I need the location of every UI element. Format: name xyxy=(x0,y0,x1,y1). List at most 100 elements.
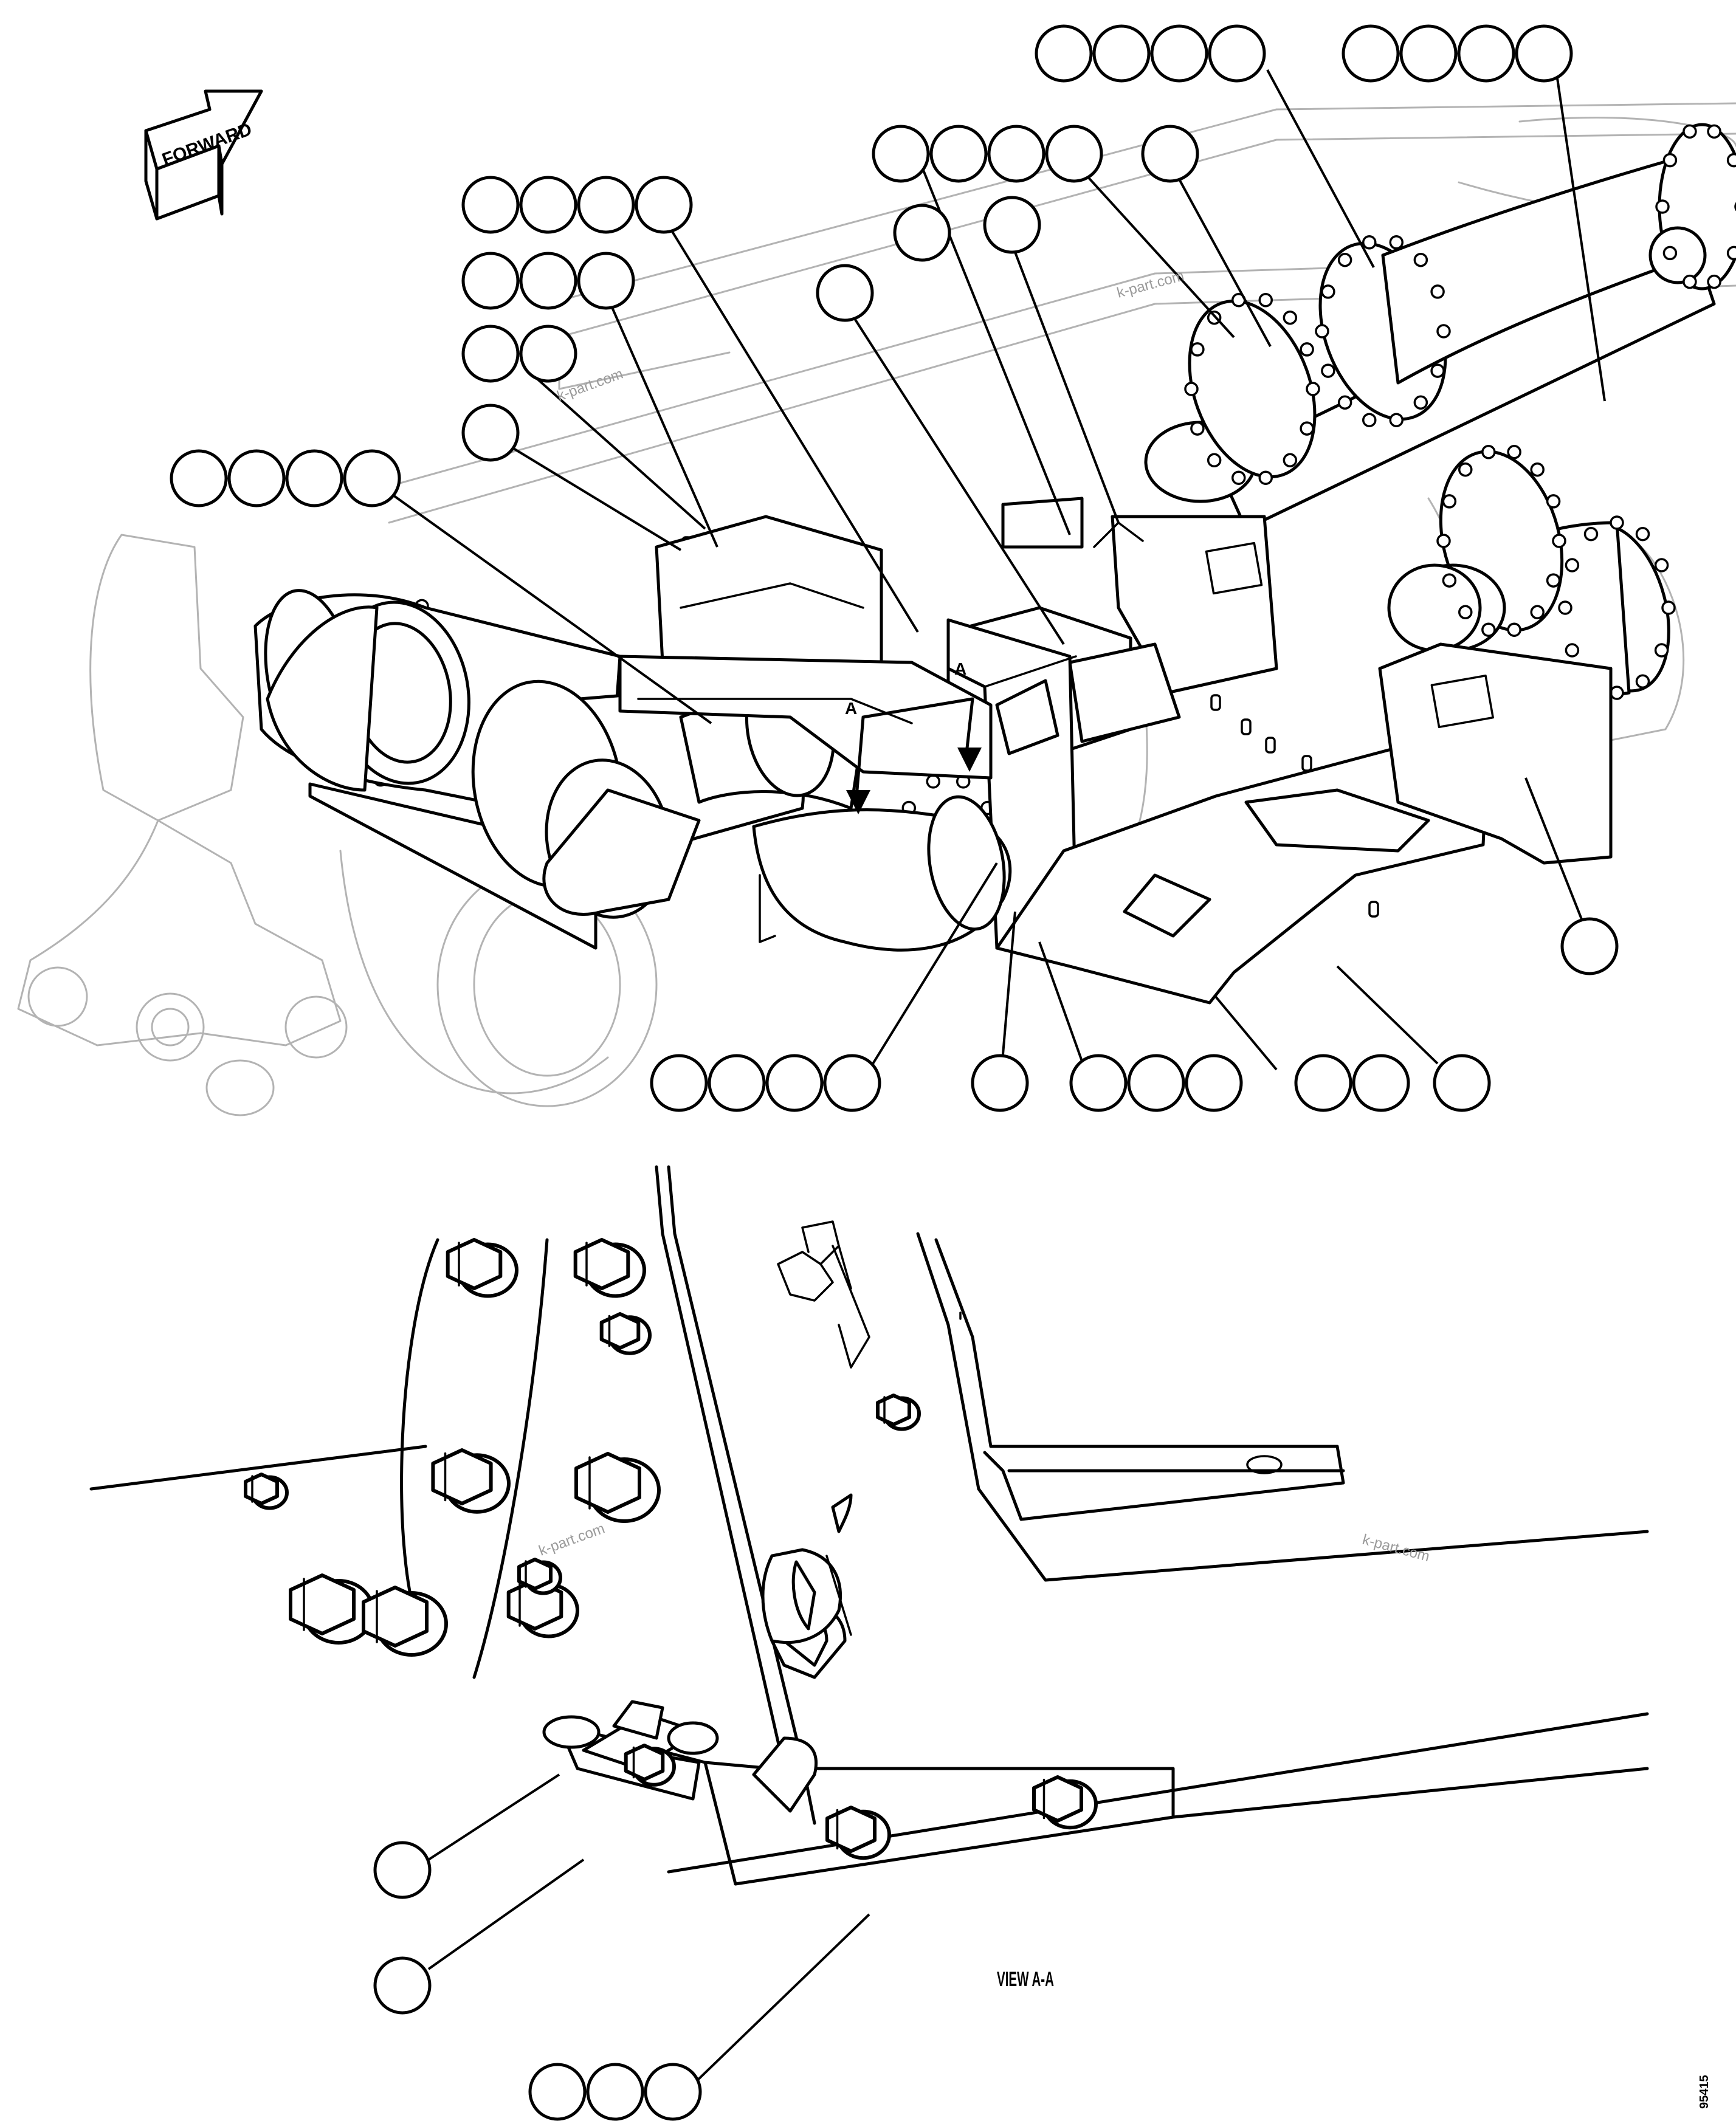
mounting-brackets xyxy=(655,497,1613,1005)
flange-bolt xyxy=(1442,494,1457,509)
flange-bolt xyxy=(1707,124,1721,139)
flange-bolt xyxy=(1389,413,1404,427)
flange-bolt xyxy=(1458,462,1473,477)
hex-bolt-head xyxy=(244,1473,279,1505)
stud-bolt xyxy=(1368,901,1379,918)
flange-bolt xyxy=(1507,445,1521,459)
callout-balloon xyxy=(1035,24,1093,83)
leader-line xyxy=(1078,166,1235,339)
flange-bolt xyxy=(1430,284,1445,299)
leader-line xyxy=(427,1773,560,1861)
watermark-4: k-part.com xyxy=(1360,1531,1431,1565)
flange-bolt xyxy=(1300,342,1314,357)
flange-bolt xyxy=(1683,274,1697,289)
flange-bolt xyxy=(1190,342,1205,357)
section-marker-left: A xyxy=(845,699,857,718)
flange-bolt xyxy=(1530,605,1545,620)
callout-balloon xyxy=(373,1841,432,1899)
flange-bolt xyxy=(1283,453,1298,468)
flange-bolt xyxy=(1436,534,1451,548)
flange-bolt xyxy=(1362,413,1377,427)
callout-balloon xyxy=(1515,24,1573,83)
flange-bolt xyxy=(1661,600,1676,615)
callout-balloon xyxy=(461,404,520,462)
leader-line xyxy=(1038,941,1086,1070)
callout-balloon xyxy=(1045,125,1103,183)
flange-bolt xyxy=(1300,421,1314,436)
flange-bolt xyxy=(1184,382,1199,396)
callout-balloon xyxy=(823,1054,881,1112)
stud-bolt xyxy=(1301,755,1312,772)
callout-balloon xyxy=(1208,24,1266,83)
view-title: VIEW A-A xyxy=(997,1968,1054,1991)
flange-bolt xyxy=(1565,643,1580,658)
flange-bolt xyxy=(1413,252,1428,267)
flange-bolt xyxy=(1507,622,1521,637)
flange-bolt xyxy=(1654,643,1669,658)
flange-bolt xyxy=(1683,124,1697,139)
callout-balloon xyxy=(1560,917,1619,975)
callout-balloon xyxy=(1185,1054,1243,1112)
hex-bolt-head xyxy=(573,1238,630,1290)
flange-bolt xyxy=(1530,462,1545,477)
flange-bolt xyxy=(1726,246,1736,261)
callout-balloon xyxy=(1150,24,1208,83)
flange-bolt xyxy=(1635,674,1650,689)
flange-bolt xyxy=(1662,153,1678,168)
callout-balloon xyxy=(872,125,930,183)
flange-bolt xyxy=(1315,324,1329,339)
leader-line xyxy=(661,215,919,633)
flange-bolt xyxy=(926,774,941,789)
stud-bolt xyxy=(1241,718,1252,735)
flange-bolt xyxy=(1258,293,1273,308)
flange-bolt xyxy=(1321,284,1335,299)
leader-line xyxy=(388,491,712,724)
leader-line xyxy=(1002,911,1016,1055)
flange-bolt xyxy=(1662,246,1678,261)
hex-bolt-head xyxy=(876,1394,911,1426)
leader-line xyxy=(607,297,718,548)
leader-line xyxy=(534,376,706,530)
flange-bolt xyxy=(1207,453,1222,468)
callout-balloon xyxy=(635,176,693,234)
leader-line xyxy=(509,445,682,551)
callout-balloon xyxy=(1457,24,1515,83)
callout-balloon xyxy=(1092,24,1151,83)
view-a-a-detail xyxy=(89,1165,1649,1886)
callout-balloon xyxy=(987,125,1045,183)
callout-balloon xyxy=(1294,1054,1352,1112)
leader-line xyxy=(427,1858,585,1970)
callout-balloon xyxy=(650,1054,708,1112)
detail-view-bolts xyxy=(244,1238,1098,1860)
callout-balloon xyxy=(1141,125,1199,183)
callout-balloon xyxy=(1352,1054,1410,1112)
flange-bolt xyxy=(1231,470,1246,485)
flange-bolt xyxy=(1546,573,1561,588)
flange-bolt xyxy=(1635,527,1650,541)
leader-line xyxy=(1014,252,1120,523)
flange-bolt xyxy=(1558,600,1572,615)
flange-bolt xyxy=(1726,153,1736,168)
callout-balloons xyxy=(170,24,1619,2121)
flange-bolt xyxy=(1552,534,1566,548)
callout-balloon xyxy=(577,176,635,234)
flange-bolt xyxy=(1362,235,1377,250)
callout-balloon xyxy=(1127,1054,1185,1112)
flange-bolt xyxy=(1389,235,1404,250)
hex-bolt-head xyxy=(1032,1775,1083,1823)
flange-bolt xyxy=(1565,558,1580,572)
callout-balloon xyxy=(519,176,577,234)
callout-balloon xyxy=(708,1054,766,1112)
upper-right-pipe-assembly xyxy=(1144,123,1736,698)
callout-balloon xyxy=(1399,24,1458,83)
flange-bolt xyxy=(1413,395,1428,410)
callout-balloon xyxy=(644,2063,702,2121)
flange-bolt xyxy=(1321,363,1335,378)
leader-line xyxy=(692,1913,870,2086)
flange-bolt xyxy=(1337,395,1352,410)
callout-balloon xyxy=(1433,1054,1491,1112)
flange-bolt xyxy=(1458,605,1473,620)
section-arrow-icon-left xyxy=(846,790,870,814)
left-exhaust-assembly xyxy=(253,589,1012,952)
